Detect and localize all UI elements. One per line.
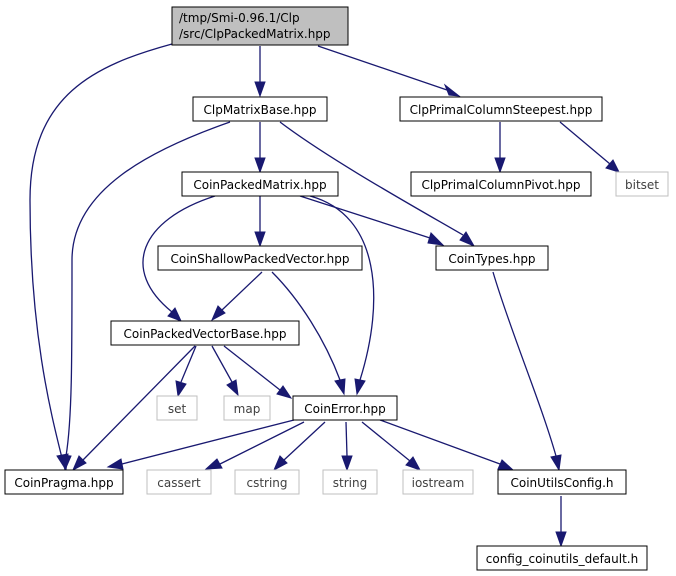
node-cstring: cstring (234, 469, 300, 495)
edge-coin-packed-matrix-to-coin-types (299, 195, 445, 246)
node-clp-matrix-base[interactable]: ClpMatrixBase.hpp (192, 96, 328, 122)
node-iostream: iostream (402, 469, 474, 495)
node-cassert: cassert (146, 469, 212, 495)
edge-clp-matrix-base-to-coin-types (279, 121, 476, 248)
edge-coin-types-to-coin-utils-config (492, 271, 562, 472)
coin-pragma-label: CoinPragma.hpp (14, 476, 113, 490)
edge-clp-matrix-base-to-coin-pragma (60, 121, 231, 472)
iostream-label: iostream (412, 476, 465, 490)
edge-coin-pvb-to-coin-pragma (71, 345, 196, 472)
edge-coin-packed-matrix-to-coin-error (309, 195, 375, 396)
node-map: map (223, 395, 271, 421)
edge-coin-packed-matrix-to-coin-shallow (254, 196, 266, 248)
node-bitset: bitset (615, 171, 669, 197)
coin-utils-config-label: CoinUtilsConfig.h (511, 476, 614, 490)
edge-coin-error-to-cstring (272, 421, 326, 472)
edge-clp-primal-steepest-to-bitset (559, 121, 620, 173)
node-clp-primal-column-steepest[interactable]: ClpPrimalColumnSteepest.hpp (399, 96, 603, 122)
edge-coin-pvb-to-coin-error (223, 345, 293, 399)
node-clp-primal-column-pivot[interactable]: ClpPrimalColumnPivot.hpp (410, 171, 592, 197)
node-coin-types[interactable]: CoinTypes.hpp (435, 245, 549, 271)
clp-primal-pivot-label: ClpPrimalColumnPivot.hpp (421, 178, 580, 192)
node-coin-pragma[interactable]: CoinPragma.hpp (4, 469, 124, 495)
edge-clp-matrix-base-to-coin-packed-matrix (254, 122, 266, 174)
edge-coin-shallow-to-coin-pvb (210, 271, 263, 322)
bitset-label: bitset (625, 178, 659, 192)
node-coin-packed-vector-base[interactable]: CoinPackedVectorBase.hpp (110, 320, 300, 346)
edge-coin-utils-config-to-config-default (555, 496, 567, 548)
node-coin-error[interactable]: CoinError.hpp (292, 395, 398, 421)
string-label: string (333, 476, 367, 490)
root-label-line-2: /src/ClpPackedMatrix.hpp (179, 27, 331, 41)
node-coin-packed-matrix[interactable]: CoinPackedMatrix.hpp (181, 171, 339, 197)
node-coin-shallow-packed-vector[interactable]: CoinShallowPackedVector.hpp (157, 245, 363, 271)
edge-coin-pvb-to-set (175, 345, 197, 398)
edge-root-to-clp-matrix-base (254, 46, 266, 98)
coin-error-label: CoinError.hpp (304, 402, 385, 416)
edge-coin-error-to-string (341, 421, 353, 472)
map-label: map (234, 402, 261, 416)
node-config-coinutils-default[interactable]: config_coinutils_default.h (476, 545, 648, 571)
node-set: set (156, 395, 198, 421)
coin-pvb-label: CoinPackedVectorBase.hpp (124, 327, 287, 341)
clp-matrix-base-label: ClpMatrixBase.hpp (204, 103, 317, 117)
node-string: string (322, 469, 378, 495)
edge-coin-shallow-to-coin-error (271, 271, 346, 396)
edge-clp-primal-steepest-to-clp-primal-pivot (494, 122, 506, 174)
cstring-label: cstring (246, 476, 287, 490)
edge-coin-error-to-cassert (204, 421, 305, 470)
edge-root-to-coin-pragma (29, 43, 173, 472)
root-label-line-1: /tmp/Smi-0.96.1/Clp (179, 11, 300, 25)
edge-coin-error-to-coin-pragma (106, 419, 295, 470)
dependency-edges (29, 43, 620, 548)
set-label: set (168, 402, 187, 416)
config-default-label: config_coinutils_default.h (486, 552, 638, 566)
node-coin-utils-config[interactable]: CoinUtilsConfig.h (497, 469, 627, 495)
edge-coin-error-to-iostream (361, 421, 422, 471)
coin-shallow-label: CoinShallowPackedVector.hpp (170, 252, 349, 266)
node-clp-packed-matrix-root[interactable]: /tmp/Smi-0.96.1/Clp /src/ClpPackedMatrix… (171, 6, 349, 46)
edge-root-to-clp-primal-steepest (317, 45, 461, 97)
clp-primal-steepest-label: ClpPrimalColumnSteepest.hpp (410, 103, 593, 117)
edge-coin-error-to-coin-utils-config (379, 419, 515, 471)
coin-packed-matrix-label: CoinPackedMatrix.hpp (193, 178, 326, 192)
edge-coin-packed-matrix-to-coin-pvb (142, 195, 216, 322)
edge-coin-pvb-to-map (211, 345, 239, 397)
cassert-label: cassert (157, 476, 201, 490)
coin-types-label: CoinTypes.hpp (448, 252, 535, 266)
